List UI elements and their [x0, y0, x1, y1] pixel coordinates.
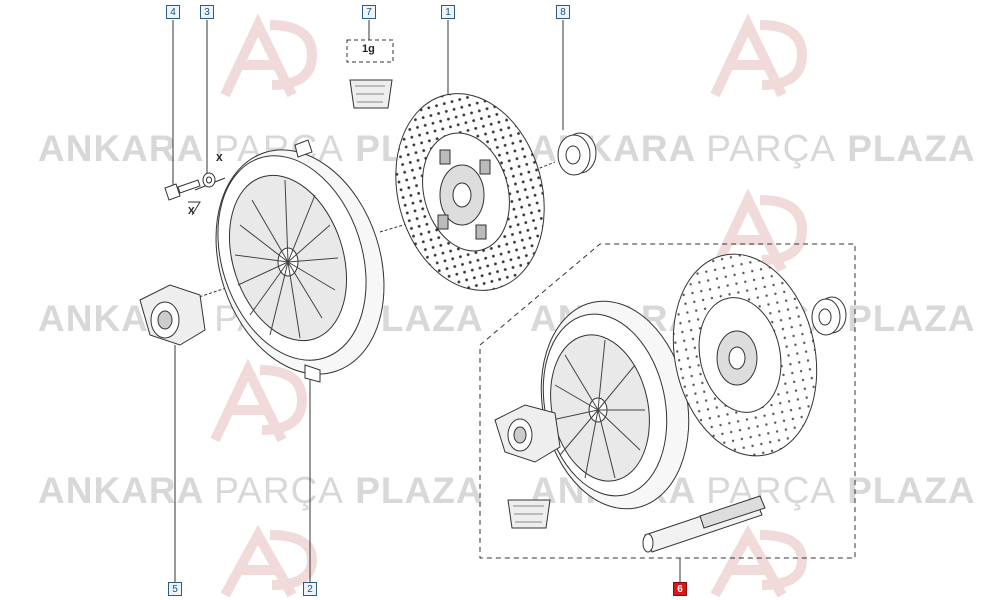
watermark-word-1: ANKARA: [530, 128, 695, 169]
watermark-word-2: PARÇA: [214, 470, 344, 511]
release-bearing-part: [139, 284, 206, 346]
callout-8[interactable]: 8: [556, 5, 570, 19]
alignment-tool-part: [642, 495, 766, 553]
watermark-text: ANKARA PARÇA PLAZA: [530, 128, 976, 170]
watermark-word-3: PLAZA: [355, 470, 484, 511]
watermark-logo-icon: [220, 524, 318, 598]
watermark-logo-icon: [220, 13, 318, 98]
watermark-word-2: PARÇA: [706, 470, 836, 511]
kit-outline: [479, 243, 856, 559]
axis-line: [379, 219, 421, 233]
watermark-word-3: PLAZA: [847, 298, 976, 339]
watermark-word-3: PLAZA: [847, 128, 976, 169]
kit-pilot-bearing-part: [811, 296, 847, 336]
watermark-word-2: PARÇA: [706, 128, 836, 169]
x-mark-bottom: X: [188, 206, 195, 217]
callout-7[interactable]: 7: [362, 5, 376, 19]
axis-line: [534, 161, 556, 171]
callout-2[interactable]: 2: [303, 582, 317, 596]
kit-release-bearing-part: [494, 404, 561, 463]
watermark-logo-icon: [710, 524, 808, 598]
bolt-part: [164, 179, 201, 201]
pressure-plate-part: [215, 139, 385, 383]
grease-qty-label: 1g: [362, 43, 375, 55]
watermark-logo-icon: [210, 358, 308, 443]
callout-4[interactable]: 4: [166, 5, 180, 19]
callout-3[interactable]: 3: [200, 5, 214, 19]
kit-grease-tube-icon: [507, 499, 551, 529]
watermark-logo-icon: [710, 188, 808, 273]
kit-clutch-disc-part: [672, 253, 818, 457]
x-mark-top: X: [216, 153, 223, 164]
kit-pressure-plate-part: [540, 300, 690, 510]
washer-part: [202, 172, 216, 188]
callout-5[interactable]: 5: [168, 582, 182, 596]
clutch-disc-part: [395, 93, 545, 291]
watermark-logo-icon: [710, 13, 808, 98]
pilot-bearing-part: [557, 132, 597, 176]
grease-qty-box: [346, 39, 394, 63]
watermark-word-1: ANKARA: [38, 128, 203, 169]
callout-1[interactable]: 1: [441, 5, 455, 19]
callout-6[interactable]: 6: [673, 582, 687, 596]
watermark-word-3: PLAZA: [847, 470, 976, 511]
